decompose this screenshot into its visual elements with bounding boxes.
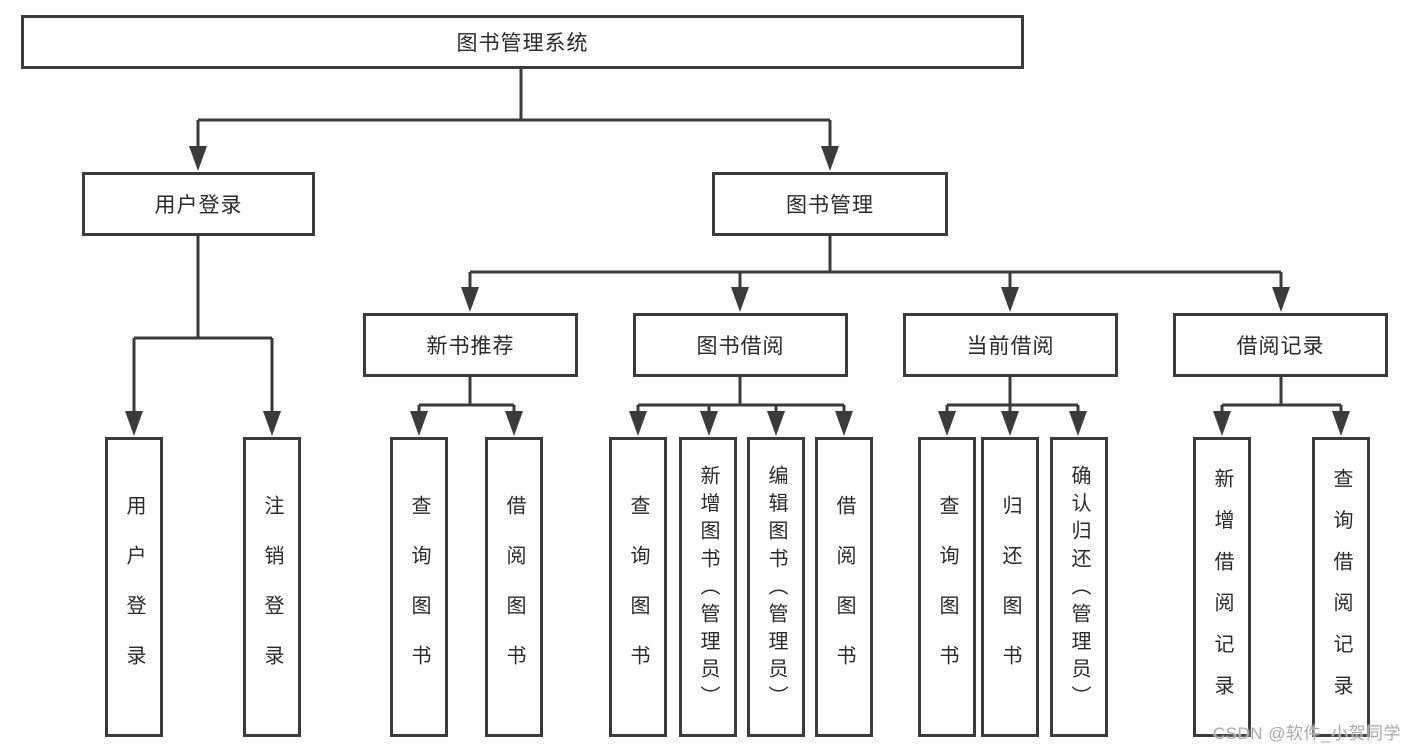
node-label: 借阅记录 — [1236, 335, 1325, 358]
node-book-management: 图书管理 — [712, 172, 948, 236]
leaf-logout: 注销登录 — [243, 437, 301, 737]
node-label: 新增图书（管理员） — [697, 464, 719, 713]
node-user-login: 用户登录 — [82, 172, 315, 236]
node-library-management-system: 图书管理系统 — [21, 15, 1024, 69]
leaf-query-books-current: 查询图书 — [918, 437, 976, 737]
node-label: 新书推荐 — [426, 335, 515, 358]
leaf-confirm-return-admin: 确认归还（管理员） — [1050, 437, 1108, 737]
node-label: 用户登录 — [123, 494, 145, 695]
node-label: 查询借阅记录 — [1330, 468, 1352, 717]
node-label: 归还图书 — [999, 494, 1021, 695]
node-label: 查询图书 — [408, 494, 430, 695]
leaf-query-books-recommend: 查询图书 — [390, 437, 448, 737]
node-label: 图书借阅 — [696, 335, 785, 358]
leaf-borrow-books: 借阅图书 — [815, 437, 873, 737]
node-current-borrowing: 当前借阅 — [903, 313, 1118, 377]
node-label: 图书管理系统 — [456, 32, 589, 55]
csdn-watermark: CSDN @软件_小贺同学 — [1212, 724, 1401, 743]
leaf-query-books-borrowing: 查询图书 — [609, 437, 667, 737]
node-borrowing-records: 借阅记录 — [1173, 313, 1388, 377]
node-label: 借阅图书 — [503, 494, 525, 695]
leaf-user-login: 用户登录 — [105, 437, 163, 737]
leaf-add-borrow-record: 新增借阅记录 — [1193, 437, 1251, 737]
leaf-return-books: 归还图书 — [981, 437, 1039, 737]
node-label: 当前借阅 — [966, 335, 1055, 358]
node-label: 编辑图书（管理员） — [765, 464, 787, 713]
leaf-borrow-books-recommend: 借阅图书 — [485, 437, 543, 737]
leaf-query-borrow-record: 查询借阅记录 — [1312, 437, 1370, 737]
leaf-add-books-admin: 新增图书（管理员） — [679, 437, 737, 737]
node-label: 查询图书 — [936, 494, 958, 695]
leaf-edit-books-admin: 编辑图书（管理员） — [747, 437, 805, 737]
node-label: 查询图书 — [627, 494, 649, 695]
node-book-borrowing: 图书借阅 — [633, 313, 848, 377]
node-label: 图书管理 — [786, 194, 874, 217]
node-label: 新增借阅记录 — [1211, 468, 1233, 717]
node-label: 借阅图书 — [833, 494, 855, 695]
node-label: 确认归还（管理员） — [1068, 464, 1090, 713]
node-new-book-recommendation: 新书推荐 — [363, 313, 578, 377]
node-label: 用户登录 — [154, 194, 243, 217]
node-label: 注销登录 — [261, 494, 283, 695]
